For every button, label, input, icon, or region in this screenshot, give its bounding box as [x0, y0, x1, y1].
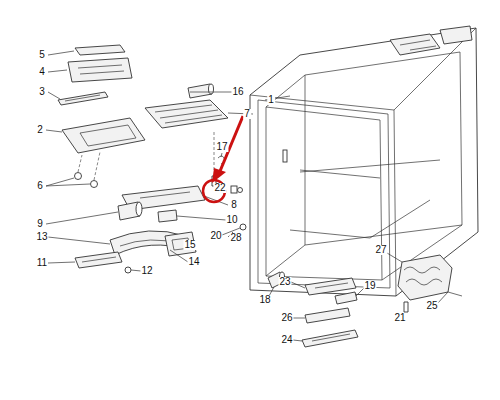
- callout-number: 16: [231, 87, 244, 97]
- callout-number: 7: [243, 109, 251, 119]
- callout-number: 14: [187, 257, 200, 267]
- callout-number: 3: [38, 87, 46, 97]
- callout-number: 28: [229, 233, 242, 243]
- callout-number: 20: [209, 231, 222, 241]
- callout-number: 9: [36, 219, 44, 229]
- callout-number: 26: [280, 313, 293, 323]
- callout-number: 19: [363, 281, 376, 291]
- callout-number: 13: [35, 232, 48, 242]
- callout-number: 2: [36, 125, 44, 135]
- callout-number: 18: [258, 295, 271, 305]
- callout-number: 27: [374, 245, 387, 255]
- callout-number: 10: [225, 215, 238, 225]
- callout-number: 22: [213, 183, 226, 193]
- callout-number: 4: [38, 67, 46, 77]
- callout-number: 15: [183, 240, 196, 250]
- callout-number: 5: [38, 50, 46, 60]
- callout-number: 11: [36, 258, 48, 268]
- callout-number: 6: [36, 181, 44, 191]
- highlight-marker: [203, 116, 243, 202]
- callout-number: 21: [393, 313, 406, 323]
- callout-number: 12: [140, 266, 153, 276]
- callout-number: 1: [267, 95, 275, 105]
- callout-number: 25: [425, 301, 438, 311]
- callout-number: 23: [278, 277, 291, 287]
- callout-number: 8: [230, 200, 238, 210]
- callout-number: 17: [215, 142, 228, 152]
- callout-number: 24: [280, 335, 293, 345]
